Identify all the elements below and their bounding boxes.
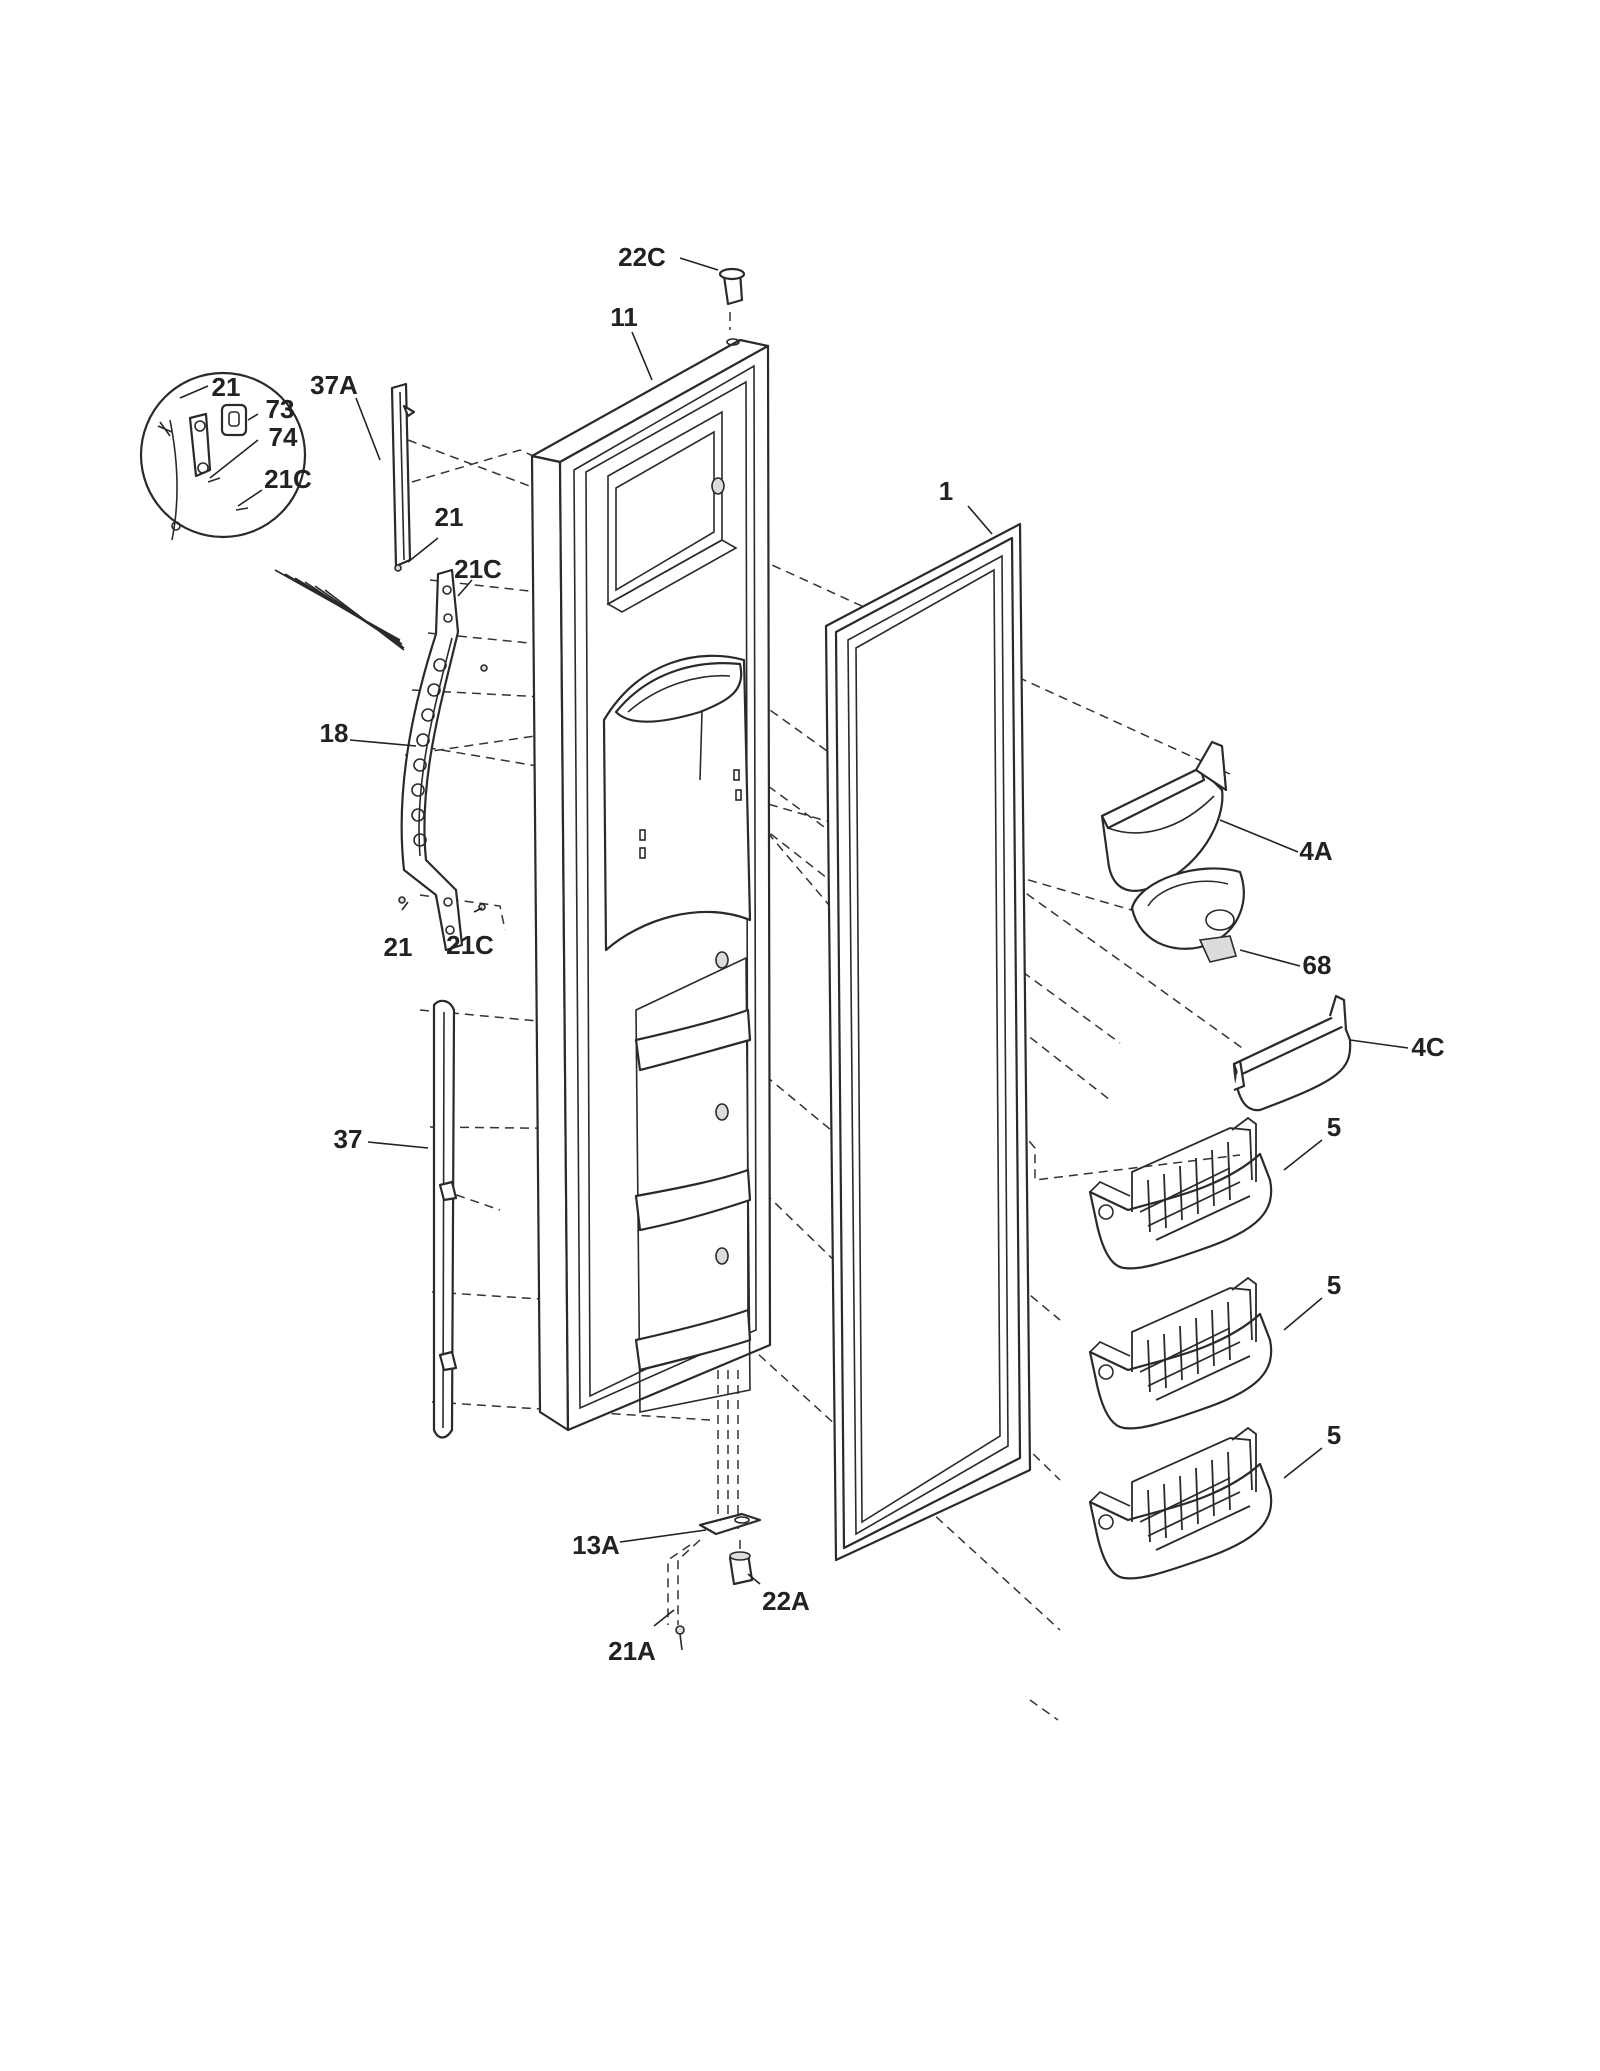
- label-68: 68: [1303, 950, 1332, 980]
- label-4a: 4A: [1299, 836, 1332, 866]
- label-4c: 4C: [1411, 1032, 1444, 1062]
- label-5-middle: 5: [1327, 1270, 1341, 1300]
- part-5-basket-bin-3: [1088, 1426, 1273, 1580]
- part-4a-door-bin: [1100, 740, 1228, 892]
- part-5-basket-bin-1: [1088, 1116, 1273, 1270]
- part-22a-hinge-pin: [728, 1551, 754, 1586]
- label-1: 1: [939, 476, 953, 506]
- label-22a: 22A: [762, 1586, 810, 1616]
- leader-lines: [179, 257, 1409, 1627]
- part-68-ice-chute: [1130, 867, 1245, 963]
- part-13a-hinge-bracket: [698, 1512, 762, 1536]
- label-37a: 37A: [310, 370, 358, 400]
- label-21-upper: 21: [435, 502, 464, 532]
- part-5-basket-bin-2: [1088, 1276, 1273, 1430]
- label-74: 74: [269, 422, 298, 452]
- part-37-lower-trim: [432, 999, 458, 1439]
- label-21c-upper: 21C: [454, 554, 502, 584]
- label-5-lower: 5: [1327, 1420, 1341, 1450]
- part-11-door: [530, 267, 772, 1432]
- part-4c-door-bin: [1232, 994, 1352, 1112]
- label-5-upper: 5: [1327, 1112, 1341, 1142]
- assembly-dashed-lines: [404, 312, 1246, 1721]
- label-11: 11: [610, 302, 638, 332]
- label-21-detail: 21: [212, 372, 241, 402]
- label-21c-lower: 21C: [446, 930, 494, 960]
- part-18-handle: [400, 568, 464, 952]
- handle-screws: [394, 564, 488, 911]
- part-37a-upper-trim: [390, 382, 416, 568]
- label-21-lower: 21: [384, 932, 413, 962]
- label-73: 73: [266, 394, 295, 424]
- part-1-gasket: [824, 522, 1032, 1562]
- label-13a: 13A: [572, 1530, 620, 1560]
- part-labels: 22C 11 37A 21 73 74 21C 21 21C 18 21 21C…: [212, 242, 1445, 1666]
- label-37: 37: [334, 1124, 363, 1154]
- part-21a-screw: [675, 1625, 685, 1651]
- label-21c-detail: 21C: [264, 464, 312, 494]
- label-21a: 21A: [608, 1636, 656, 1666]
- label-22c: 22C: [618, 242, 666, 272]
- label-18: 18: [320, 718, 349, 748]
- detail-magnified-view: [139, 371, 405, 651]
